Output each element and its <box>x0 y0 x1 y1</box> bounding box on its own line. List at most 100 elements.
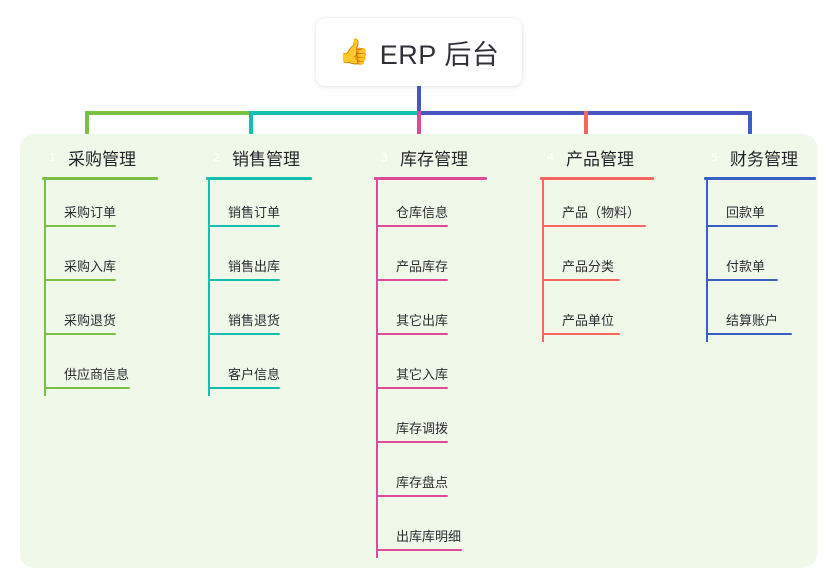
branch-title-inventory: 库存管理 <box>400 149 468 169</box>
badge-1: 1 <box>49 150 56 164</box>
leaf-node[interactable]: 其它出库 <box>376 288 522 342</box>
leaf-underline <box>542 279 620 281</box>
badge-5: 5 <box>711 150 718 164</box>
leaf-node[interactable]: 销售退货 <box>208 288 354 342</box>
branch-underline-product <box>540 177 654 180</box>
branch-title-finance: 财务管理 <box>730 149 798 169</box>
branch-underline-inventory <box>374 177 487 180</box>
leaf-label: 仓库信息 <box>396 205 449 220</box>
badge-2: 2 <box>213 150 220 164</box>
leaf-node[interactable]: 结算账户 <box>706 288 839 342</box>
leaf-underline <box>376 333 448 335</box>
leaf-label: 其它出库 <box>396 313 449 328</box>
branch-header-product[interactable]: 4 产品管理 <box>528 144 698 170</box>
leaf-underline <box>706 333 792 335</box>
leaf-label: 采购退货 <box>64 313 117 328</box>
badge-3: 3 <box>381 150 388 164</box>
branch-underline-purchasing <box>42 177 158 180</box>
leaf-label: 采购订单 <box>64 205 117 220</box>
leaf-label: 客户信息 <box>228 367 281 382</box>
leaf-node[interactable]: 产品库存 <box>376 234 522 288</box>
leaf-underline <box>376 387 448 389</box>
branch-items-sales: 销售订单销售出库销售退货客户信息 <box>208 180 354 396</box>
leaf-node[interactable]: 客户信息 <box>208 342 354 396</box>
leaf-label: 销售订单 <box>228 205 281 220</box>
thumbs-up-icon: 👍 <box>338 37 370 66</box>
leaf-node[interactable]: 产品单位 <box>542 288 702 342</box>
leaf-label: 供应商信息 <box>64 367 130 382</box>
leaf-node[interactable]: 产品分类 <box>542 234 702 288</box>
branch-spine-finance <box>706 180 708 342</box>
leaf-label: 产品库存 <box>396 259 449 274</box>
leaf-label: 库存调拨 <box>396 421 449 436</box>
branch-items-purchasing: 采购订单采购入库采购退货供应商信息 <box>44 180 190 396</box>
branch-title-sales: 销售管理 <box>232 149 300 169</box>
leaf-underline <box>706 279 778 281</box>
branch-items-finance: 回款单付款单结算账户 <box>706 180 839 342</box>
leaf-underline <box>208 333 280 335</box>
leaf-label: 其它入库 <box>396 367 449 382</box>
leaf-label: 采购入库 <box>64 259 117 274</box>
branch-underline-finance <box>704 177 816 180</box>
leaf-underline <box>44 333 116 335</box>
leaf-node[interactable]: 出库库明细 <box>376 504 522 558</box>
leaf-node[interactable]: 其它入库 <box>376 342 522 396</box>
branch-header-purchasing[interactable]: 1 采购管理 <box>30 144 190 170</box>
leaf-underline <box>376 279 448 281</box>
branch-column-sales: 2 销售管理 销售订单销售出库销售退货客户信息 <box>194 144 354 396</box>
leaf-underline <box>376 441 448 443</box>
leaf-underline <box>706 225 778 227</box>
leaf-label: 库存盘点 <box>396 475 449 490</box>
branch-header-finance[interactable]: 5 财务管理 <box>692 144 839 170</box>
branch-column-finance: 5 财务管理 回款单付款单结算账户 <box>692 144 839 342</box>
leaf-underline <box>542 225 646 227</box>
leaf-node[interactable]: 销售订单 <box>208 180 354 234</box>
branch-column-inventory: 3 库存管理 仓库信息产品库存其它出库其它入库库存调拨库存盘点出库库明细 <box>362 144 522 558</box>
leaf-label: 付款单 <box>726 259 766 274</box>
leaf-node[interactable]: 供应商信息 <box>44 342 190 396</box>
leaf-label: 销售退货 <box>228 313 281 328</box>
leaf-underline <box>376 495 448 497</box>
leaf-label: 产品单位 <box>562 313 615 328</box>
leaf-underline <box>44 225 116 227</box>
leaf-underline <box>44 279 116 281</box>
branch-column-purchasing: 1 采购管理 采购订单采购入库采购退货供应商信息 <box>30 144 190 396</box>
branch-title-purchasing: 采购管理 <box>68 149 136 169</box>
leaf-node[interactable]: 采购退货 <box>44 288 190 342</box>
leaf-node[interactable]: 库存盘点 <box>376 450 522 504</box>
root-node[interactable]: 👍 ERP 后台 <box>316 18 522 86</box>
leaf-label: 结算账户 <box>726 313 779 328</box>
leaf-node[interactable]: 回款单 <box>706 180 839 234</box>
leaf-node[interactable]: 产品（物料） <box>542 180 702 234</box>
branch-spine-sales <box>208 180 210 396</box>
leaf-underline <box>542 333 620 335</box>
leaf-underline <box>208 225 280 227</box>
leaf-underline <box>208 279 280 281</box>
leaf-label: 出库库明细 <box>396 529 462 544</box>
leaf-underline <box>376 549 462 551</box>
branch-header-inventory[interactable]: 3 库存管理 <box>362 144 522 170</box>
leaf-node[interactable]: 付款单 <box>706 234 839 288</box>
leaf-node[interactable]: 仓库信息 <box>376 180 522 234</box>
leaf-node[interactable]: 采购订单 <box>44 180 190 234</box>
leaf-node[interactable]: 库存调拨 <box>376 396 522 450</box>
leaf-underline <box>44 387 130 389</box>
branch-spine-product <box>542 180 544 342</box>
leaf-underline <box>208 387 280 389</box>
branch-header-sales[interactable]: 2 销售管理 <box>194 144 354 170</box>
page-title: ERP 后台 <box>379 39 500 70</box>
branch-items-product: 产品（物料） 产品分类产品单位 <box>542 180 702 342</box>
leaf-underline <box>376 225 448 227</box>
branch-items-inventory: 仓库信息产品库存其它出库其它入库库存调拨库存盘点出库库明细 <box>376 180 522 558</box>
leaf-node[interactable]: 采购入库 <box>44 234 190 288</box>
leaf-node[interactable]: 销售出库 <box>208 234 354 288</box>
leaf-label: 回款单 <box>726 205 766 220</box>
branch-column-product: 4 产品管理 产品（物料） 产品分类产品单位 <box>528 144 698 342</box>
branch-title-product: 产品管理 <box>566 149 634 169</box>
leaf-label: 产品（物料） <box>562 205 641 220</box>
branch-spine-inventory <box>376 180 378 558</box>
leaf-label: 产品分类 <box>562 259 615 274</box>
branch-spine-purchasing <box>44 180 46 396</box>
branch-underline-sales <box>206 177 312 180</box>
